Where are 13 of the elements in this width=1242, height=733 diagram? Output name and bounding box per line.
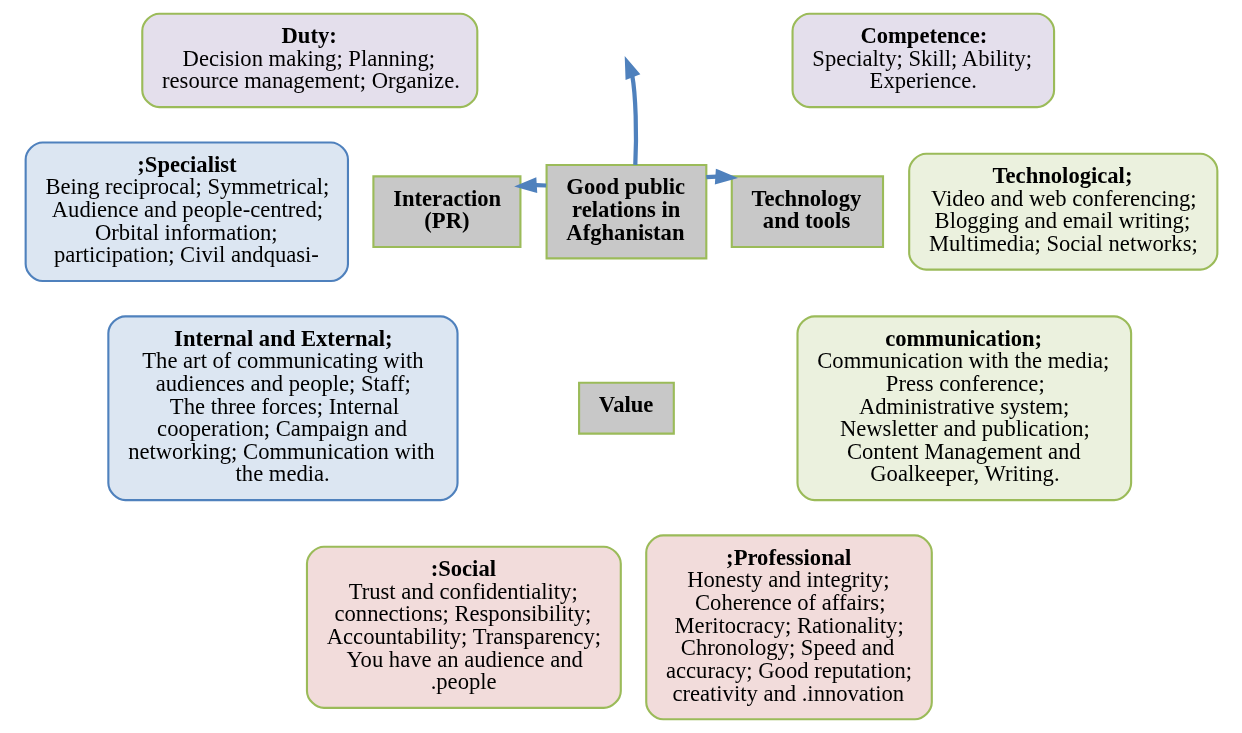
node-box: ;Specialist Being reciprocal; Symmetrical; Audience and people-centred; Orbital information; participation; Civil andquasi- [24, 141, 349, 283]
node-box: Technology and tools [730, 175, 884, 249]
node-box: :Social Trust and confidentiality; connections; Responsibility; Accountability; Transparency; You have an audience and .people [305, 545, 622, 709]
node-box: Interaction (PR) [371, 175, 521, 249]
node-box: Competence: Specialty; Skill; Ability; Experience. [791, 12, 1055, 109]
node-box: ;Professional Honesty and integrity; Coherence of affairs; Meritocracy; Rationality; Chronology; Speed and accuracy; Good reputation; creativity and .innovation [644, 534, 933, 721]
node-box: communication; Communication with the media; Press conference; Administrative system; Newsletter and publication; Content Management and Goalkeeper, Writing. [795, 315, 1132, 502]
arrow [624, 56, 640, 166]
node-box: Technological; Video and web conferencing; Blogging and email writing; Multimedia; Social networks; [907, 152, 1218, 271]
node-box: Good public relations in Afghanistan [545, 164, 707, 260]
node-box: Internal and External; The art of communicating with audiences and people; Staff; The three forces; Internal cooperation; Campaign and networking; Communication with the media. [106, 315, 459, 502]
node-box: Value [577, 381, 675, 435]
node-box: Duty: Decision making; Planning; resource management; Organize. [140, 12, 478, 109]
